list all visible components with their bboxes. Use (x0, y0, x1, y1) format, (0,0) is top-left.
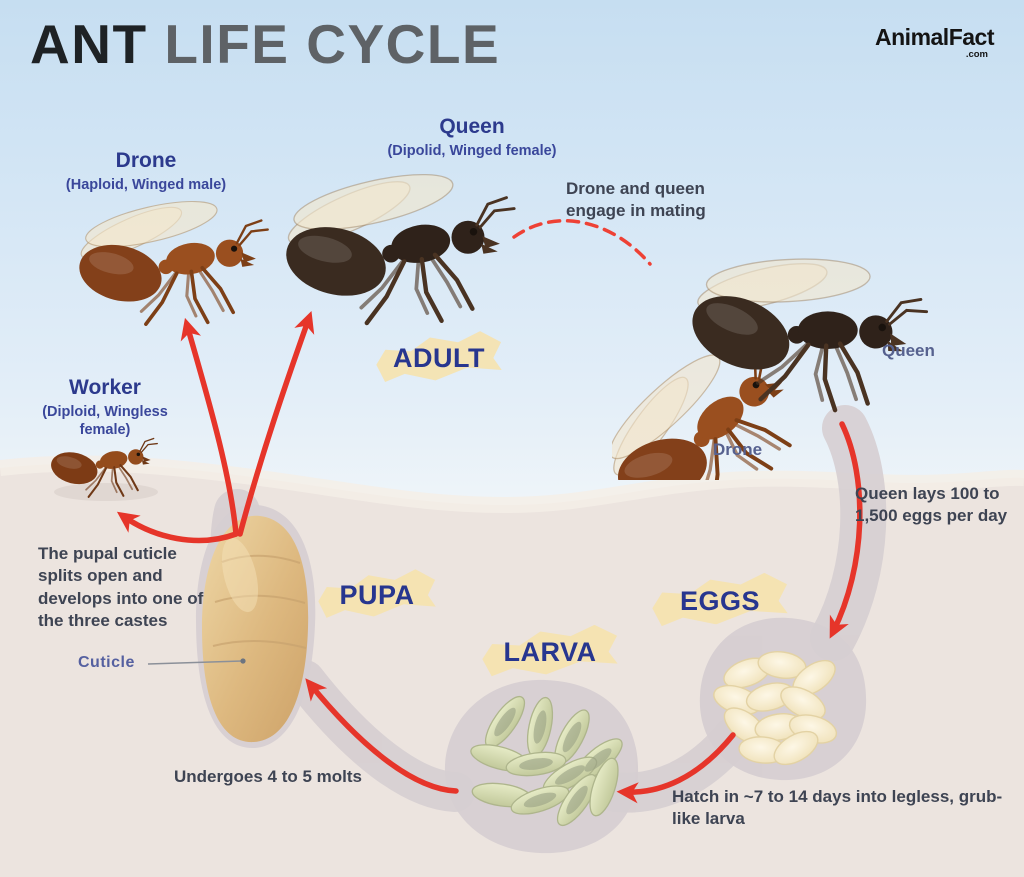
worker-subtitle: (Diploid, Wingless female) (42, 404, 168, 439)
note-mating: Drone and queen engage in mating (566, 179, 706, 221)
brand-tld: .com (965, 49, 988, 60)
arrow-eggs-to-larva (616, 732, 736, 804)
note-molts: Undergoes 4 to 5 molts (174, 767, 362, 786)
stage-label-larva: LARVA (482, 628, 618, 676)
drone-ant-illustration (75, 192, 268, 325)
label-queen-caste: Queen (Dipolid, Winged female) (352, 114, 592, 160)
worker-name: Worker (69, 376, 141, 399)
label-pair-queen: Queen (882, 341, 935, 360)
drone-subtitle: (Haploid, Winged male) (65, 177, 227, 194)
cuticle-pointer-line (147, 658, 246, 665)
dashed-mating-curve (512, 219, 652, 266)
queen-name: Queen (439, 115, 505, 138)
arrow-pupa-to-worker (116, 511, 239, 544)
stage-label-eggs: EGGS (652, 576, 788, 626)
larvae-illustration (470, 695, 623, 827)
arrow-pupa-to-queen (237, 310, 315, 537)
arrow-pair-to-eggs (829, 421, 863, 639)
note-pupal-cuticle: The pupal cuticle splits open and develo… (38, 544, 204, 631)
label-worker-caste: Worker (Diploid, Wingless female) (20, 375, 190, 440)
eggs-illustration (713, 651, 838, 766)
queen-subtitle: (Dipolid, Winged female) (387, 143, 557, 160)
brand-name: AnimalFact (875, 24, 994, 50)
title-ant: ANT (30, 13, 148, 75)
label-cuticle: Cuticle (78, 654, 135, 671)
queen-ant-illustration (278, 163, 515, 323)
arrow-larva-to-pupa (305, 678, 459, 794)
pupa-illustration (202, 515, 309, 743)
arrow-pupa-to-drone (180, 317, 239, 537)
title-life-cycle: LIFE CYCLE (164, 13, 501, 75)
page-title: ANT LIFE CYCLE (30, 12, 500, 76)
brand-logo: AnimalFact .com (875, 26, 994, 60)
label-pair-drone: Drone (713, 440, 763, 459)
drone-name: Drone (115, 149, 177, 172)
note-queen-lays: Queen lays 100 to 1,500 eggs per day (855, 484, 1008, 526)
stage-label-adult: ADULT (376, 334, 502, 382)
stage-label-pupa: PUPA (318, 572, 436, 618)
note-hatch: Hatch in ~7 to 14 days into legless, gru… (672, 787, 1003, 829)
cycle-arrows (116, 310, 863, 804)
label-drone-caste: Drone (Haploid, Winged male) (46, 148, 246, 194)
